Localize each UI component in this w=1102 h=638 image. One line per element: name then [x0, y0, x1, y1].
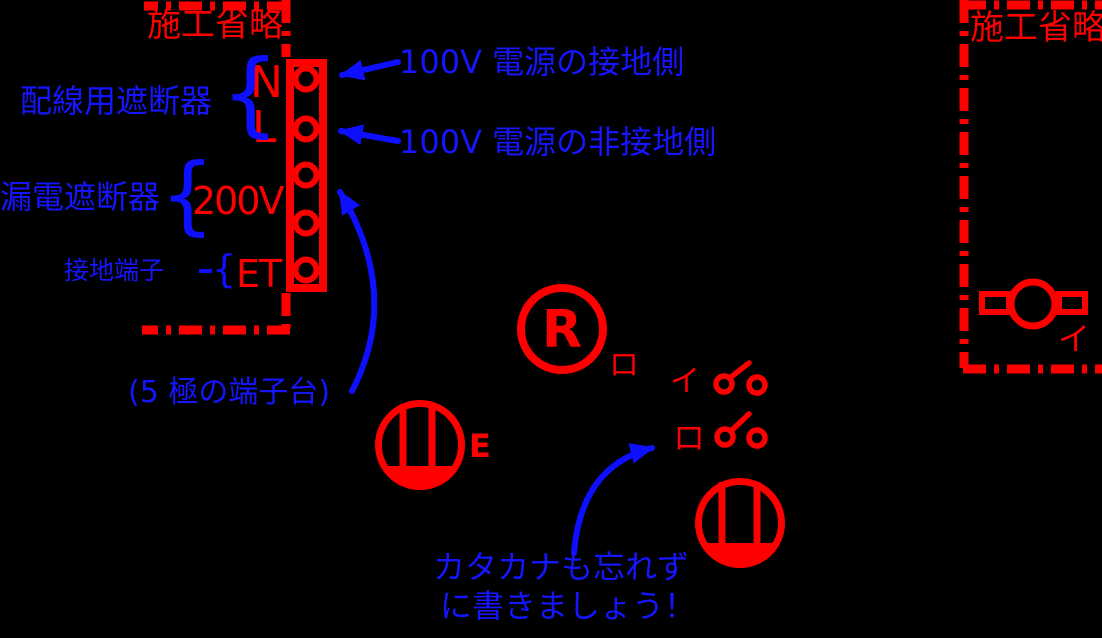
ungrounded-side-annotation: 100V 電源の非接地側	[399, 123, 717, 161]
elcb-voltage-label: 200V	[192, 179, 285, 223]
lamp-receptacle-letter: R	[541, 300, 583, 360]
earth-label: 接地端子	[64, 256, 165, 285]
terminal-hole-2	[292, 115, 320, 143]
fluorescent-circuit-label: イ	[1058, 320, 1091, 358]
elcb-label: 漏電遮断器	[0, 178, 161, 216]
outlet-earth-symbol	[375, 400, 465, 490]
switch-i-symbol	[713, 360, 768, 396]
arrow-ungrounded-side	[338, 124, 401, 146]
elcb-brace: {	[160, 145, 215, 245]
switch-ro-circuit-label: ロ	[673, 419, 706, 457]
terminal-block-note: (5 極の端子台)	[128, 375, 331, 410]
outlet-earth-letter: E	[469, 427, 491, 465]
right-omission-label: 施工省略	[970, 8, 1102, 48]
katakana-note-line2: に書きましょう！	[440, 587, 697, 625]
terminal-l-label: L	[252, 102, 277, 153]
terminal-hole-3	[292, 161, 320, 189]
breaker-label: 配線用遮断器	[20, 82, 213, 120]
terminal-hole-1	[292, 65, 320, 93]
right-omission-box	[959, 0, 1102, 374]
left-omission-box	[142, 0, 291, 335]
outlet-symbol	[695, 478, 785, 568]
grounded-side-annotation: 100V 電源の接地側	[399, 43, 685, 81]
earth-brace: {	[212, 247, 237, 291]
katakana-note-line1: カタカナも忘れず	[433, 548, 690, 586]
terminal-hole-5	[292, 256, 320, 284]
switch-i-circuit-label: イ	[670, 364, 700, 399]
switch-ro-symbol	[714, 411, 768, 449]
left-omission-label: 施工省略	[147, 5, 283, 45]
lamp-receptacle-symbol	[517, 284, 607, 374]
terminal-block	[286, 59, 327, 292]
terminal-hole-4	[292, 209, 320, 237]
breaker-brace: {	[221, 40, 280, 147]
lamp-circuit-label: ロ	[609, 348, 639, 383]
arrow-katakana-note	[571, 443, 655, 556]
arrow-grounded-side	[339, 59, 401, 81]
arrow-terminal-note	[337, 189, 378, 394]
terminal-n-label: N	[250, 57, 283, 108]
earth-terminal-label: ET	[236, 252, 282, 296]
fluorescent-light-symbol	[979, 278, 1088, 330]
